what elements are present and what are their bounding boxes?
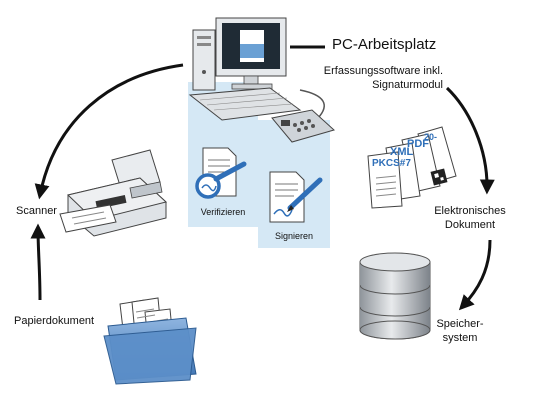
verify-label: Verifizieren (200, 207, 246, 217)
storage-label-line1: Speicher- (436, 318, 484, 330)
scanner-label: Scanner (16, 205, 57, 217)
electronic-documents-icon (367, 126, 457, 209)
signature-pad-icon (271, 109, 336, 143)
arrow-scanner-to-pc (34, 63, 184, 200)
software-label-line1: Erfassungssoftware inkl. (323, 65, 443, 77)
storage-label-line2: system (442, 332, 478, 344)
sign-document-icon (269, 171, 323, 223)
format-code: 20- (424, 132, 437, 142)
verify-document-icon (195, 147, 247, 199)
pc-title: PC-Arbeitsplatz (332, 36, 437, 53)
format-pdf: PDF (407, 138, 429, 150)
format-pkcs: PKCS#7 (372, 158, 411, 169)
format-xml: XML (390, 146, 414, 158)
paper-document-label: Papierdokument (14, 315, 95, 327)
keyboard-icon (188, 87, 302, 121)
software-label-line2: Signaturmodul (372, 79, 443, 91)
monitor-icon (215, 17, 287, 90)
pc-tower-icon (192, 29, 216, 91)
sign-label: Signieren (274, 231, 314, 241)
arrow-paper-to-scanner (30, 223, 46, 301)
storage-cylinder-icon (359, 252, 431, 340)
paper-folder-icon (103, 297, 197, 385)
arrow-pc-to-document (445, 86, 495, 195)
electronic-document-label-line2: Dokument (444, 219, 496, 231)
electronic-document-label-line1: Elektronisches (434, 205, 506, 217)
scanner-icon (59, 149, 168, 237)
arrow-document-to-storage (458, 239, 492, 311)
